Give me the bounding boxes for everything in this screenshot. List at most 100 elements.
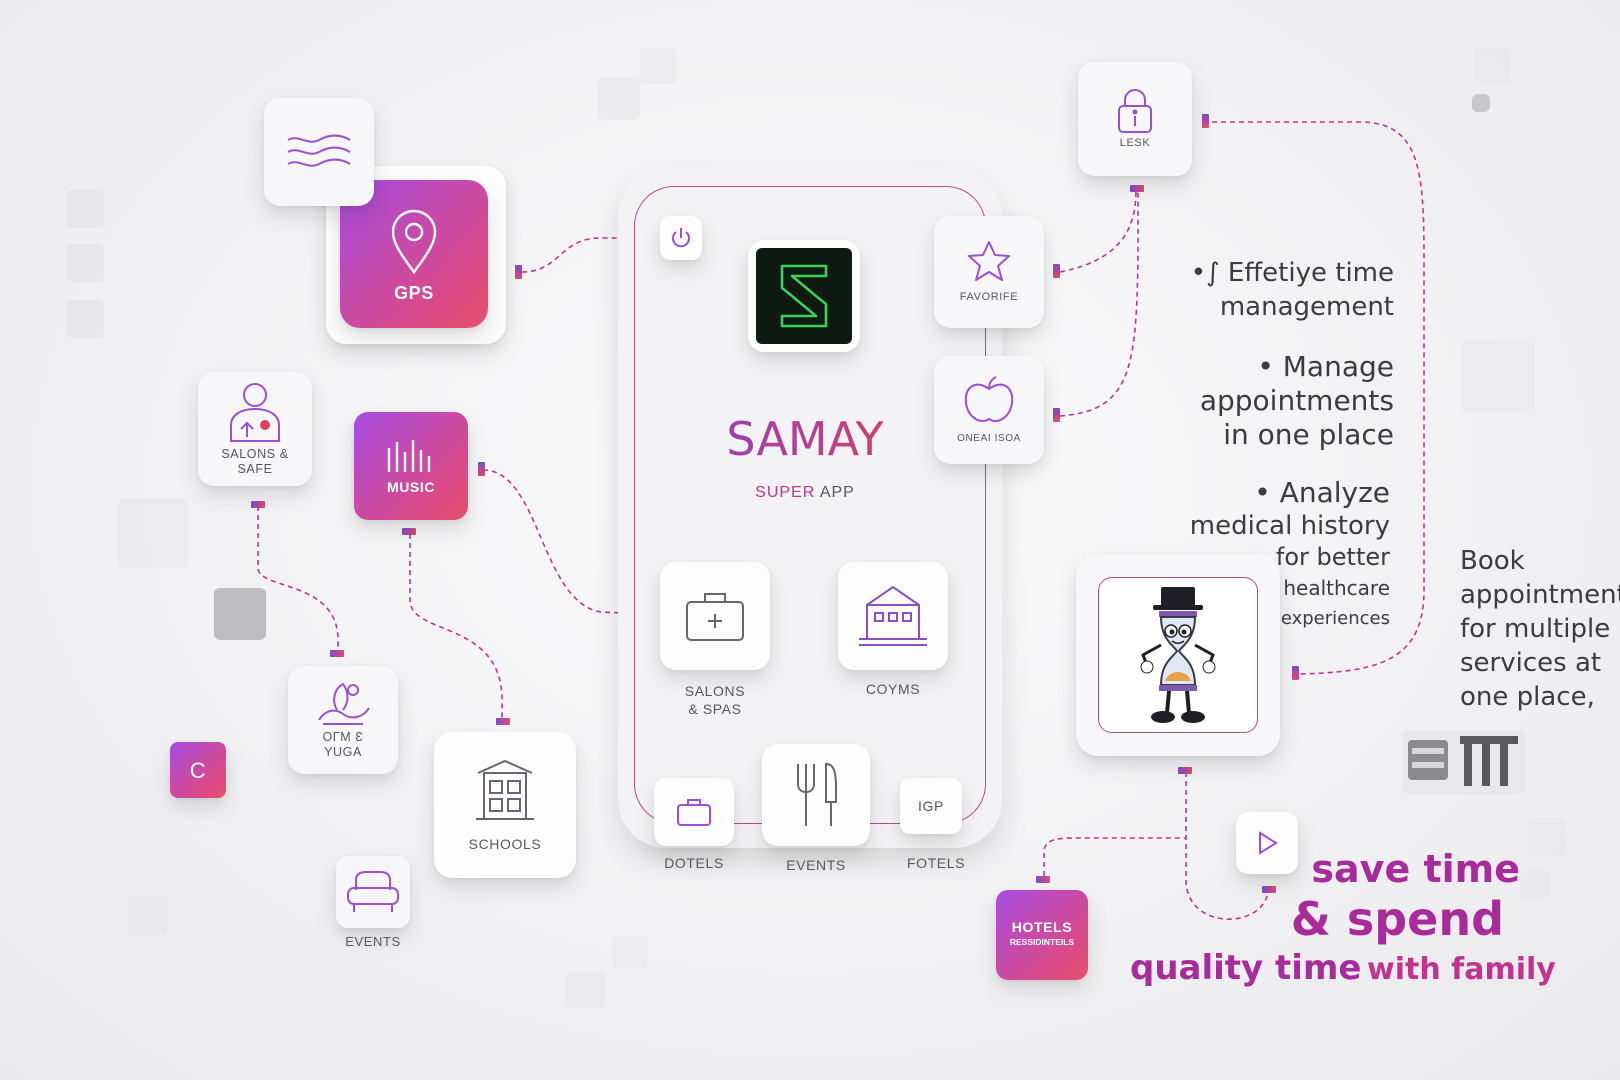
feature-3-line-2: medical history	[1189, 511, 1390, 541]
feature-manage-appointments: • Manage appointments in one place	[1150, 350, 1394, 452]
person-icon	[227, 381, 283, 443]
slogan-line-1: save time	[1311, 847, 1520, 891]
play-button[interactable]	[1236, 812, 1298, 874]
school-building-icon	[474, 759, 536, 823]
c-badge[interactable]: C	[170, 742, 226, 798]
gps-label: GPS	[394, 282, 434, 303]
bg-square	[214, 588, 266, 640]
hotels-label-2: RESSIDINTEILS	[1009, 937, 1075, 947]
events-left-tile[interactable]	[336, 856, 410, 928]
oneai-isoa-label: ONEAI ISOA	[957, 432, 1021, 444]
salons-safe-tile[interactable]: SALONS & SAFE	[198, 372, 312, 486]
feature-1-line-1: •∫ Effetiye time	[1160, 256, 1394, 290]
coyms-tile[interactable]	[838, 562, 948, 670]
music-label: MUSIC	[386, 478, 436, 495]
fotels-label: FOTELS	[906, 855, 966, 871]
events-phone-label: EVENTS	[786, 857, 846, 873]
lesk-label: LESK	[1119, 136, 1151, 149]
toolbox-icon	[1402, 726, 1526, 796]
book-line-2: appointment	[1460, 580, 1620, 610]
bg-square	[566, 972, 606, 1008]
bg-square	[1462, 340, 1534, 412]
feature-1-line-1-text: Effetiye time	[1227, 258, 1394, 288]
igp-label: IGP	[918, 797, 944, 814]
connector-port	[330, 650, 344, 657]
building-icon	[857, 583, 929, 649]
bg-square	[640, 48, 676, 84]
slogan-line-3a: quality time	[1130, 948, 1362, 988]
bg-square	[66, 300, 104, 338]
favorife-tile[interactable]: FAVORIFE	[934, 216, 1044, 328]
lock-info-icon	[1117, 88, 1153, 134]
salons-spas-label-2: & SPAS	[688, 701, 742, 717]
schools-tile[interactable]: SCHOOLS	[434, 732, 576, 878]
book-line-1: Book	[1460, 546, 1525, 576]
dotels-label: DOTELS	[664, 855, 724, 871]
salons-safe-label-2: SAFE	[237, 462, 273, 476]
gps-tile[interactable]: GPS	[340, 180, 488, 328]
sofa-icon	[346, 870, 400, 914]
salons-spas-label: SALONS & SPAS	[650, 682, 780, 718]
feature-medical-history: • Analyze medical history for better hea…	[1150, 476, 1390, 634]
connector-port	[1053, 264, 1060, 278]
play-icon	[1256, 831, 1278, 855]
bg-square	[118, 498, 188, 568]
waves-tile[interactable]	[264, 98, 374, 206]
events-left-label: EVENTS	[345, 934, 401, 949]
slogan-line-3b: with family	[1367, 952, 1556, 987]
feature-3-line-3: for better	[1275, 543, 1390, 571]
yoga-icon	[313, 680, 373, 728]
connector-port	[1053, 408, 1060, 422]
mascot-tile[interactable]	[1076, 554, 1280, 756]
igp-tile[interactable]: IGP	[900, 778, 962, 834]
salons-spas-tile[interactable]	[660, 562, 770, 670]
connector-port	[478, 462, 485, 476]
lesk-tile[interactable]: LESK	[1078, 62, 1192, 176]
gym-yoga-tile[interactable]: ΟΓΜ Ɛ YUGA	[288, 666, 398, 774]
app-tagline: SUPER APP	[660, 484, 950, 502]
slogan: save time & spend quality time with fami…	[1130, 846, 1556, 996]
equalizer-icon	[385, 438, 437, 474]
bg-square	[1474, 48, 1510, 84]
app-logo	[756, 248, 852, 344]
book-line-4: services at	[1460, 648, 1602, 678]
tagline-app: APP	[819, 484, 855, 501]
connector-port	[402, 528, 416, 535]
location-pin-icon	[389, 208, 439, 276]
medical-bag-icon	[685, 590, 745, 642]
mascot-frame	[1098, 577, 1258, 733]
connector-port	[515, 265, 522, 279]
bg-square	[612, 936, 648, 968]
feature-time-management: •∫ Effetiye time management	[1160, 256, 1394, 324]
book-line-5: one place,	[1460, 682, 1595, 712]
connector-port	[1262, 886, 1276, 893]
feature-2-line-2: appointments	[1199, 384, 1394, 417]
events-phone-tile[interactable]	[762, 744, 870, 846]
hotels-label-1: HOTELS	[1011, 919, 1073, 935]
bg-square	[598, 78, 640, 120]
hotels-tile[interactable]: HOTELS RESSIDINTEILS	[996, 890, 1088, 980]
schools-label: SCHOOLS	[468, 835, 542, 852]
music-tile[interactable]: MUSIC	[354, 412, 468, 520]
feature-2-line-3: in one place	[1223, 418, 1394, 451]
hourglass-mascot-icon	[1133, 585, 1223, 725]
app-logo-tile[interactable]	[748, 240, 860, 352]
connector-port	[1130, 185, 1144, 192]
bg-square	[1528, 818, 1566, 856]
gym-yoga-label-2: YUGA	[324, 745, 362, 759]
feature-3-line-5: experiences	[1280, 608, 1390, 629]
feature-2-line-1: • Manage	[1257, 350, 1394, 383]
bg-square	[66, 190, 104, 228]
dotels-tile[interactable]	[654, 778, 734, 846]
fork-knife-icon	[794, 762, 838, 828]
book-appointment-text: Book appointment for multiple services a…	[1460, 544, 1620, 714]
power-button[interactable]	[660, 216, 702, 260]
oneai-isoa-tile[interactable]: ONEAI ISOA	[934, 356, 1044, 464]
connector-port	[1036, 876, 1050, 883]
bg-square	[66, 244, 104, 282]
salons-safe-label-1: SALONS &	[221, 447, 289, 461]
feature-1-line-2: management	[1219, 292, 1394, 322]
coyms-label: COYMS	[865, 681, 921, 697]
bg-square	[1520, 870, 1550, 900]
